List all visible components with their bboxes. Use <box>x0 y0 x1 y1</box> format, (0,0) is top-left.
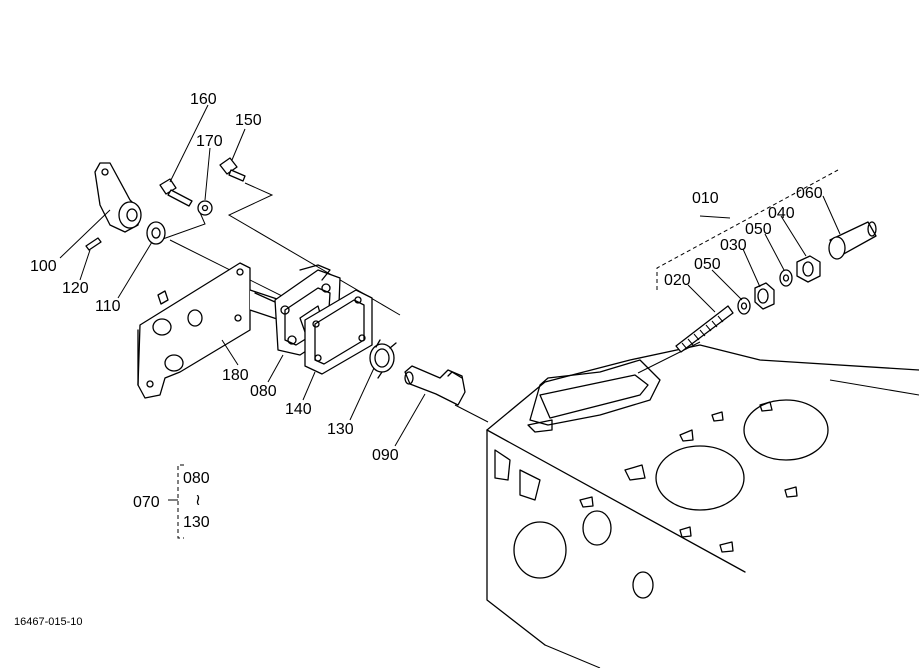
part-050-washer-a <box>737 297 751 315</box>
callout-labels: 160 170 150 100 120 110 180 080 140 130 … <box>14 91 823 628</box>
engine-block <box>486 344 919 668</box>
part-020-screw <box>675 305 734 353</box>
callout-090: 090 <box>372 447 399 464</box>
part-170-washer <box>197 200 213 216</box>
callout-140: 140 <box>285 401 312 418</box>
range-bracket-070 <box>168 464 184 539</box>
part-180-bracket <box>137 262 281 399</box>
part-130-spring <box>369 339 397 379</box>
part-030-nut <box>754 282 775 310</box>
part-040-nut <box>796 255 821 283</box>
part-120-pin <box>85 237 102 251</box>
callout-050-a: 050 <box>694 256 721 273</box>
range-from: 080 <box>183 470 210 487</box>
part-150-bolt <box>219 157 246 182</box>
part-110-collar <box>146 221 166 245</box>
callout-170: 170 <box>196 133 223 150</box>
part-050-washer-b <box>779 269 793 287</box>
callout-050-b: 050 <box>745 221 772 238</box>
group-010-bracket <box>656 169 839 290</box>
callout-060: 060 <box>796 185 823 202</box>
callout-leaders <box>59 104 841 447</box>
callout-080: 080 <box>250 383 277 400</box>
range-to: 130 <box>183 514 210 531</box>
callout-180: 180 <box>222 367 249 384</box>
callout-020: 020 <box>664 272 691 289</box>
callout-070: 070 <box>133 494 160 511</box>
callout-030: 030 <box>720 237 747 254</box>
callout-040: 040 <box>768 205 795 222</box>
callout-100: 100 <box>30 258 57 275</box>
callout-110: 110 <box>95 298 121 315</box>
callout-120: 120 <box>62 280 89 297</box>
range-separator: ≀ <box>195 492 201 509</box>
callout-010: 010 <box>692 190 719 207</box>
drawing-code: 16467-015-10 <box>14 616 83 628</box>
callout-130: 130 <box>327 421 354 438</box>
part-090-shaft <box>404 365 466 406</box>
callout-150: 150 <box>235 112 262 129</box>
part-060-cap <box>828 221 877 260</box>
part-100-lever <box>94 162 142 233</box>
part-160-bolt <box>159 178 193 207</box>
callout-160: 160 <box>190 91 217 108</box>
part-140-gasket <box>304 289 373 375</box>
